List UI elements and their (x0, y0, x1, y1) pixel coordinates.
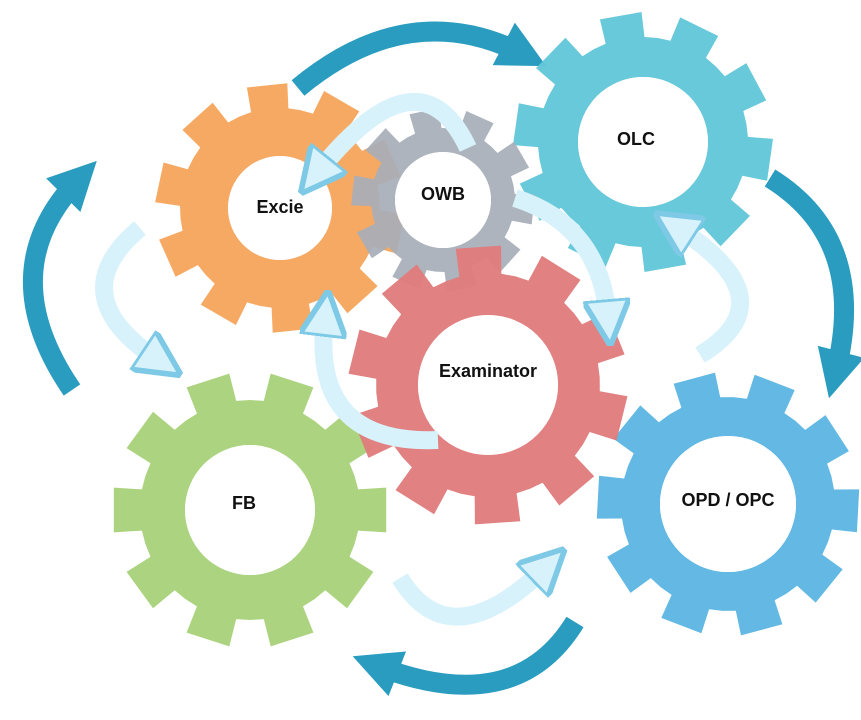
outer-arrow-right (764, 169, 861, 399)
gear-label-owb: OWB (421, 184, 465, 204)
gear-label-olc: OLC (617, 129, 655, 149)
gear-olc (513, 12, 773, 272)
gear-layer (113, 12, 860, 647)
gear-examinator-hub (418, 315, 558, 455)
inner-arrow-olc-to-opd (678, 228, 750, 363)
inner-arrow-excie-to-fb (95, 221, 158, 360)
gear-olc-hub (578, 77, 708, 207)
gear-labels: Excie OWB OLC Examinator FB OPD / OPC (232, 129, 775, 513)
outer-arrow-left (23, 160, 97, 396)
inner-arrow-fb-to-opd (392, 568, 545, 626)
gear-fb-shape (113, 373, 387, 647)
gear-examinator (348, 245, 628, 525)
gear-label-excie: Excie (256, 197, 303, 217)
inner-arrow-owb-to-excie (318, 92, 477, 172)
gear-owb-shape (351, 108, 535, 292)
gear-opd-opc-hub (660, 436, 796, 572)
inner-arrow-examinator-to-excie (323, 318, 439, 450)
outer-arrow-bottom (352, 616, 584, 697)
outer-arrows (23, 21, 861, 697)
gear-olc-shape (513, 12, 773, 272)
inner-arrows (95, 92, 750, 626)
outer-arrow-top (291, 21, 547, 96)
gear-label-examinator: Examinator (439, 361, 537, 381)
gear-fb-hub (185, 445, 315, 575)
gear-fb (113, 373, 387, 647)
gear-examinator-shape (348, 245, 628, 525)
gear-label-opd-opc: OPD / OPC (681, 490, 774, 510)
gear-label-fb: FB (232, 493, 256, 513)
gear-owb (351, 108, 535, 292)
gear-owb-hub (395, 152, 491, 248)
gear-opd-opc-shape (596, 372, 860, 636)
inner-arrow-owb-to-examinator (512, 189, 608, 318)
gear-opd-opc (596, 372, 860, 636)
